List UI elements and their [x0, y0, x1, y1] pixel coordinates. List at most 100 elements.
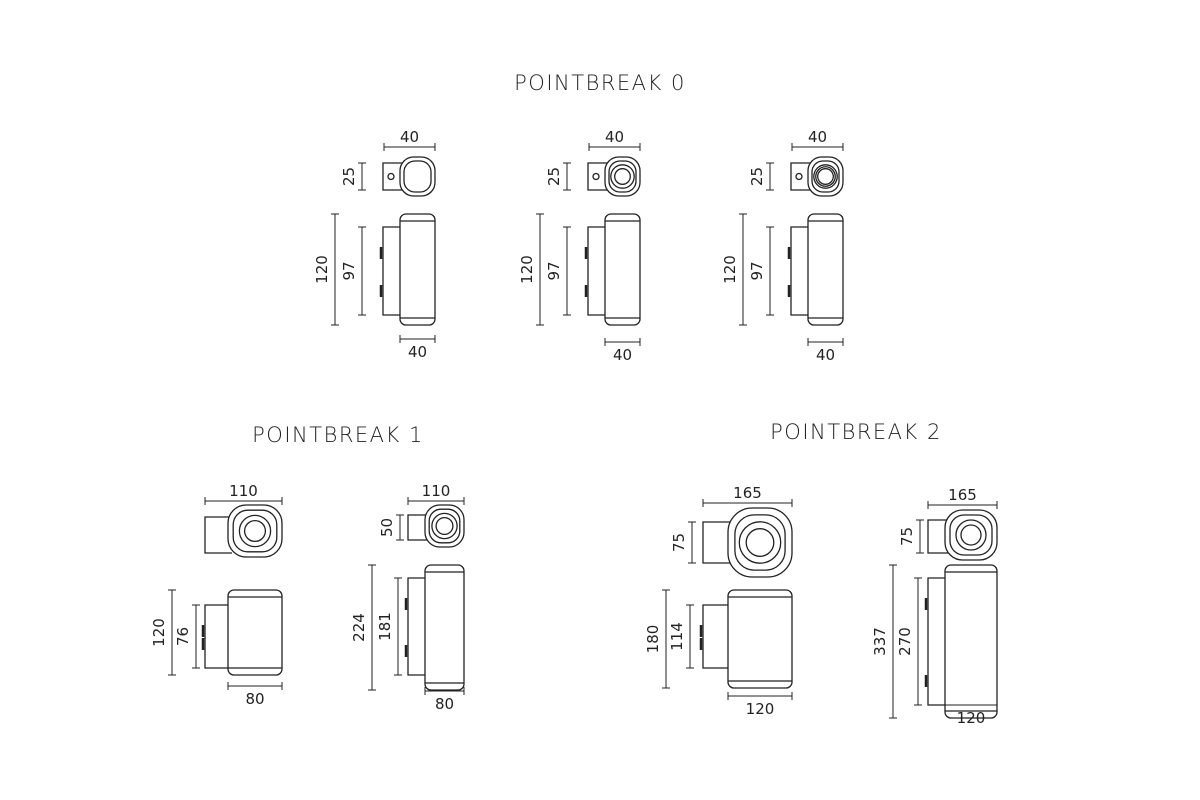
mount-plate — [927, 577, 951, 706]
head-outline — [604, 156, 641, 197]
body-outline — [944, 564, 998, 719]
mount-plate — [204, 604, 234, 669]
dimension-label: 337 — [871, 627, 889, 656]
dimension-label: 80 — [245, 690, 264, 708]
product-pb0-1: 40 25 120 97 40 — [518, 128, 641, 364]
dimension-line — [192, 604, 200, 669]
body-outline — [424, 564, 465, 691]
lens — [614, 168, 631, 185]
dimension-line — [358, 226, 366, 316]
screw-icon — [387, 172, 395, 181]
dimension-line — [739, 213, 747, 326]
dimension-label: 97 — [748, 261, 766, 280]
head-inner — [608, 160, 637, 193]
dimension-label: 40 — [605, 128, 624, 146]
lens — [745, 528, 775, 557]
dimension-line — [604, 338, 641, 346]
dimension-label: 97 — [340, 261, 358, 280]
dimension-label: 40 — [613, 346, 632, 364]
dimension-label: 120 — [518, 255, 536, 284]
body-caps — [945, 571, 997, 712]
dimension-label: 97 — [545, 261, 563, 280]
dimension-line — [766, 162, 774, 191]
top-view: 40 25 — [340, 128, 436, 197]
top-view: 110 — [204, 482, 283, 558]
dimension-label: 181 — [376, 612, 394, 641]
dimension-line — [227, 682, 283, 690]
dimension-label: 120 — [150, 618, 168, 647]
lens-ring — [238, 514, 272, 548]
mount-block — [382, 162, 404, 191]
mount-block — [790, 162, 812, 191]
dimension-label: 120 — [957, 709, 986, 727]
dimension-label: 110 — [229, 482, 258, 500]
dimension-line — [688, 521, 696, 564]
dimension-label: 50 — [378, 518, 396, 537]
title-pointbreak-1: POINTBREAK 1 — [252, 423, 424, 447]
head-inner — [811, 160, 840, 193]
lens — [435, 516, 454, 536]
lens-ring — [955, 519, 987, 551]
dimension-line — [807, 338, 844, 346]
lens — [960, 524, 982, 546]
dimension-label: 75 — [670, 533, 688, 552]
lens — [817, 168, 834, 185]
dimension-line — [563, 162, 571, 191]
dimension-label: 25 — [545, 167, 563, 186]
dimension-line — [563, 226, 571, 316]
head-inner — [232, 509, 278, 553]
dimension-line — [662, 589, 670, 689]
dimension-line — [331, 213, 339, 326]
dimension-line — [944, 701, 998, 709]
dimension-line — [407, 497, 465, 505]
dimension-line — [889, 564, 897, 719]
dimension-line — [424, 687, 465, 695]
dimension-line — [394, 577, 402, 676]
body-caps — [605, 220, 640, 319]
body-caps — [808, 220, 843, 319]
dimension-label: 40 — [816, 346, 835, 364]
dimension-label: 270 — [896, 627, 914, 656]
dimension-label: 40 — [408, 343, 427, 361]
mount-plate — [382, 226, 406, 316]
dimension-label: 120 — [746, 700, 775, 718]
body-outline — [399, 213, 436, 326]
front-view: 120 97 40 — [518, 213, 641, 364]
dimension-line — [396, 514, 404, 541]
title-pointbreak-2: POINTBREAK 2 — [770, 420, 942, 444]
head-outline — [727, 507, 793, 578]
dimension-line — [914, 577, 922, 706]
body-outline — [807, 213, 844, 326]
dimension-line — [727, 692, 793, 700]
dimension-label: 25 — [340, 167, 358, 186]
dimension-line — [791, 143, 844, 151]
mount-block — [702, 521, 732, 564]
mount-plate — [587, 226, 611, 316]
dimension-line — [204, 497, 283, 505]
dimension-line — [536, 213, 544, 326]
dimension-label: 165 — [948, 486, 977, 504]
mount-block — [587, 162, 609, 191]
head-outline — [424, 504, 465, 548]
mount-block — [204, 516, 232, 554]
screw-icon — [795, 172, 803, 181]
body-caps — [425, 571, 464, 684]
dimension-label: 40 — [400, 128, 419, 146]
head-inner — [428, 508, 461, 544]
dimension-line — [927, 501, 998, 509]
mount-plate — [790, 226, 814, 316]
dimension-label: 180 — [644, 625, 662, 654]
dimension-line — [766, 226, 774, 316]
